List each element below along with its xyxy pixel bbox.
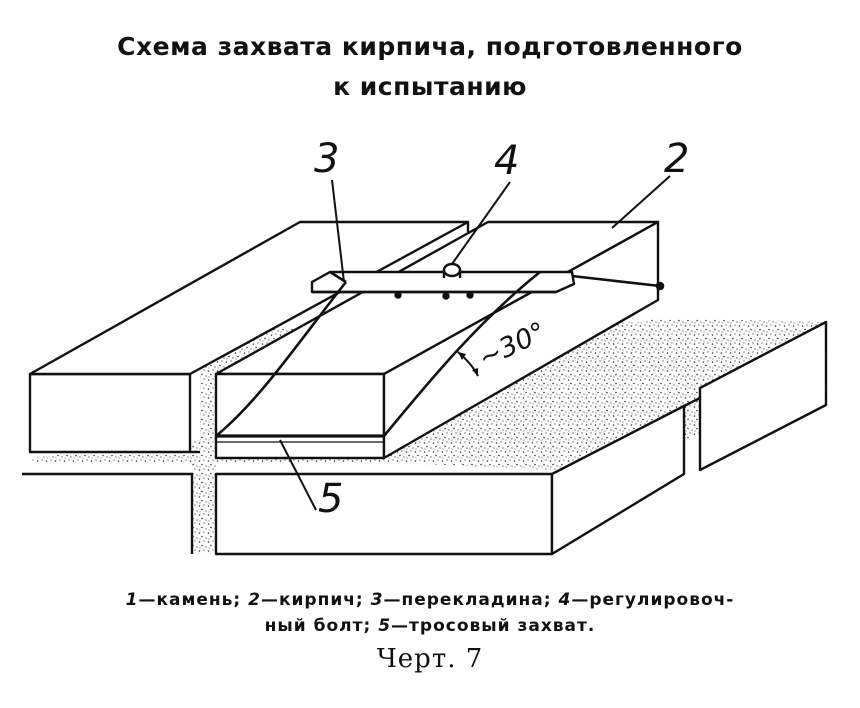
legend-text-3: —перекладина; <box>383 590 559 610</box>
lower-block-right-side <box>550 404 686 556</box>
legend-line-2: ный болт; 5—тросовый захват. <box>0 616 860 636</box>
label-2: 2 <box>664 136 689 182</box>
leader-2 <box>611 175 671 229</box>
legend-num-1: 1 <box>125 590 139 610</box>
legend-text-5: —тросовый захват. <box>391 616 596 636</box>
leader-5 <box>279 439 317 511</box>
legend-num-3: 3 <box>370 590 384 610</box>
lower-block-right-front <box>214 472 554 556</box>
upper-left-block <box>28 220 470 454</box>
legend-text-1: —камень; <box>138 590 249 610</box>
leader-4 <box>451 181 511 265</box>
label-3: 3 <box>314 136 339 182</box>
legend-text-2: —кирпич; <box>260 590 371 610</box>
label-5: 5 <box>318 476 343 522</box>
leader-3 <box>331 179 345 283</box>
legend-num-2: 2 <box>248 590 261 610</box>
cable-grip <box>215 270 665 438</box>
tested-brick <box>214 220 660 460</box>
diagram-title-line-2: к испытанию <box>333 72 527 101</box>
legend-text-4b: ный болт; <box>264 616 379 636</box>
legend-text-4: —регулировоч- <box>571 590 735 610</box>
legend-num-5: 5 <box>378 616 392 636</box>
lower-block-far-front <box>698 320 828 472</box>
legend-line-1: 1—камень; 2—кирпич; 3—перекладина; 4—рег… <box>0 590 860 610</box>
legend-num-4: 4 <box>558 590 572 610</box>
label-4: 4 <box>494 138 519 184</box>
diagram-title-line-1: Схема захвата кирпича, подготовленного <box>117 32 743 61</box>
brick-front-face <box>214 372 386 460</box>
figure-number: Черт. 7 <box>376 644 484 674</box>
mortar-joint-vertical <box>192 462 216 554</box>
lower-block-left <box>22 472 194 554</box>
